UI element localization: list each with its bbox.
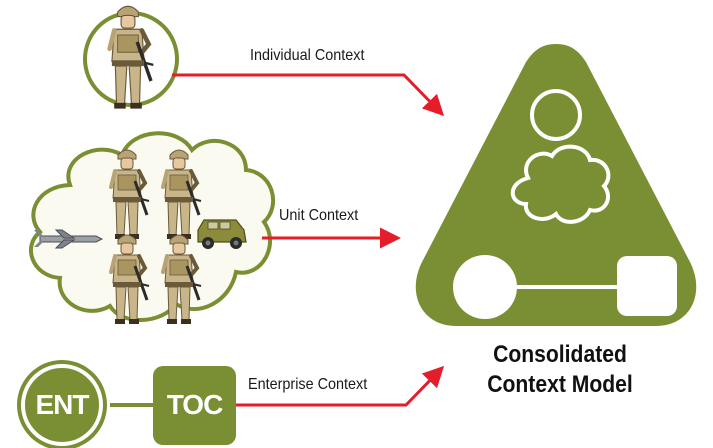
ent-label: ENT (35, 389, 90, 420)
model-title-line2: Context Model (487, 371, 633, 398)
toc-box (153, 366, 236, 445)
ent-circle (17, 360, 107, 448)
toc-label: TOC (166, 389, 224, 420)
person-head-icon (530, 89, 582, 141)
node-circle-icon (453, 255, 517, 319)
unit-context-label: Unit Context (279, 207, 359, 224)
enterprise-node (17, 360, 236, 448)
consolidated-model-icon (415, 44, 697, 326)
consolidated-model-title: Consolidated Context Model (468, 340, 651, 400)
enterprise-context-label: Enterprise Context (248, 376, 368, 393)
individual-node (83, 6, 179, 108)
cloud-icon (29, 131, 275, 322)
enterprise-arrow (236, 365, 445, 407)
node-square-icon (617, 256, 677, 316)
model-title-line1: Consolidated (493, 341, 627, 368)
cloud-icon (510, 144, 611, 224)
individual-arrow (172, 73, 445, 117)
unit-node (29, 131, 275, 326)
individual-context-label: Individual Context (250, 47, 365, 64)
